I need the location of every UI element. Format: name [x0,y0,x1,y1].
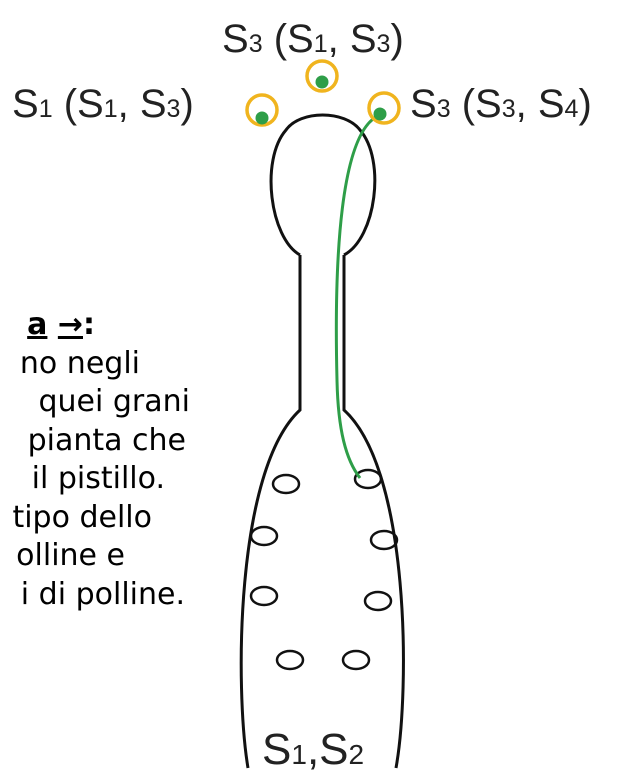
pollen-grain-top [307,61,337,91]
ovule [251,527,277,545]
explanation-line: pianta che [0,422,200,461]
explanation-line: olline e [0,537,200,576]
explanation-line: i di polline. [0,576,200,615]
label-right-pollen: S3 (S3, S4) [410,82,592,126]
label-left-pollen: S1 (S1, S3) [12,82,194,126]
ovule [343,651,369,669]
ovules [251,470,397,669]
arrow-right-icon: → [58,307,83,342]
explanation-line: tipo dello [0,499,200,538]
explanation-line: no negli [0,345,200,384]
pollen-grain-right [369,93,399,123]
label-pistil-genotype: S1,S2 [262,725,364,774]
pistil-outline [241,255,403,768]
ovule [251,587,277,605]
ovule [365,592,391,610]
label-top-pollen: S3 (S1, S3) [222,17,404,61]
ovule [273,475,299,493]
explanation-line: quei grani [0,383,200,422]
explanation-text: a →: no negli quei grani pianta che il p… [0,306,200,614]
explanation-heading: a →: [0,306,200,345]
pollen-grain-left [247,95,277,125]
ovule [355,470,381,488]
ovule [277,651,303,669]
explanation-line: il pistillo. [0,460,200,499]
ovule [371,531,397,549]
